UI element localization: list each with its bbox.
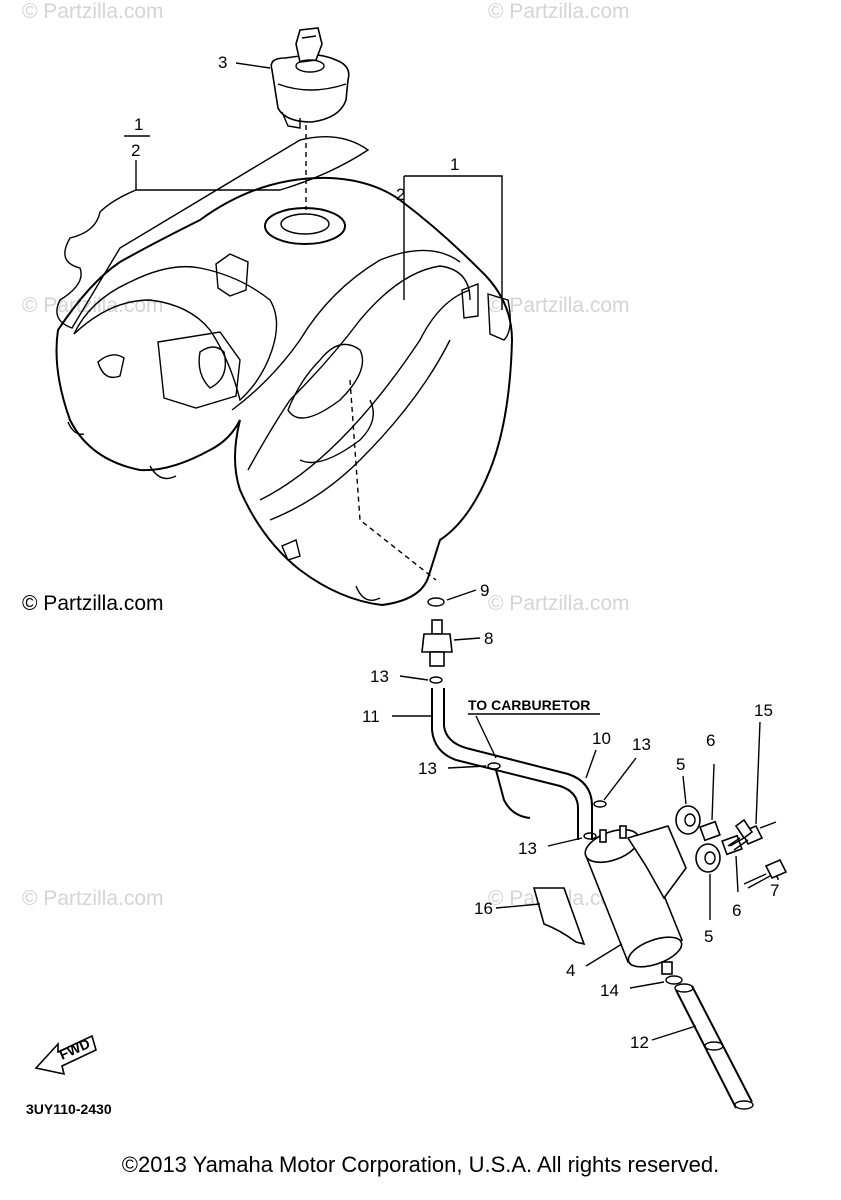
leader-10	[585, 749, 597, 779]
hose-clip-14	[665, 975, 683, 985]
callout-7: 7	[770, 881, 779, 900]
collar-upper	[699, 820, 721, 842]
damper-pad	[532, 887, 586, 946]
callout-13c: 13	[632, 735, 651, 754]
callout-15: 15	[754, 701, 773, 720]
hose-clip-2	[487, 762, 501, 770]
callout-5b: 5	[704, 927, 713, 946]
callout-13a: 13	[370, 667, 389, 686]
leader-13c	[603, 757, 637, 801]
watermark-main-left: © Partzilla.com	[22, 592, 164, 615]
hose-clip-4	[583, 832, 597, 840]
fuel-cap	[270, 27, 350, 129]
leader-6a	[711, 763, 715, 821]
leader-13d	[547, 837, 583, 847]
callout-1-bracket: 1	[134, 115, 143, 134]
leader-3	[235, 62, 271, 69]
leader-12	[651, 1025, 697, 1041]
callout-13b: 13	[418, 759, 437, 778]
callout-2: 2	[396, 185, 405, 204]
fuel-hose-12-top	[674, 983, 694, 993]
watermark-top-left: © Partzilla.com	[22, 0, 164, 23]
leader-15	[755, 721, 761, 825]
leader-to-carburetor	[475, 715, 497, 759]
hose-clip-3	[593, 800, 607, 808]
fuel-hose-10	[431, 688, 579, 840]
watermark-mid-right: © Partzilla.com	[488, 294, 630, 317]
decal-sheet	[56, 135, 370, 329]
leader-5a	[682, 775, 687, 805]
copyright-footer: ©2013 Yamaha Motor Corporation, U.S.A. A…	[121, 1152, 720, 1177]
fuel-pump	[584, 825, 687, 975]
fuel-hose-10-outer	[443, 688, 593, 840]
watermark-right-middle: © Partzilla.com	[488, 592, 630, 615]
leader-13b	[447, 765, 487, 769]
fuel-hose-11	[495, 769, 531, 819]
hose-clip-1	[429, 676, 443, 684]
grommet-lower	[695, 843, 721, 873]
callout-5a: 5	[676, 755, 685, 774]
callout-4: 4	[566, 961, 575, 980]
callout-14: 14	[600, 981, 619, 1000]
callout-3: 3	[218, 53, 227, 72]
leader-16	[495, 903, 541, 909]
leader-9	[446, 589, 477, 601]
leader-1	[404, 175, 503, 310]
leader-8	[453, 637, 481, 641]
leader-7-tip	[775, 875, 779, 879]
callout-11: 11	[362, 707, 380, 726]
fuel-hose-12-break	[704, 1041, 724, 1051]
fuel-hose-12-left	[675, 989, 737, 1109]
leader-13a	[399, 675, 429, 681]
flange-bolt-15	[727, 818, 754, 847]
leader-14	[629, 981, 665, 989]
fuel-valve	[421, 619, 453, 667]
callout-13d: 13	[518, 839, 537, 858]
callout-8: 8	[484, 629, 493, 648]
label-to-carburetor: TO CARBURETOR	[468, 697, 590, 713]
grommet-upper	[675, 805, 701, 835]
watermark-mid-left: © Partzilla.com	[22, 294, 164, 317]
callout-6a: 6	[706, 731, 715, 750]
fwd-arrow-icon: FWD	[34, 1034, 97, 1076]
leader-tank-outlet	[349, 379, 437, 581]
diagram-code: 3UY110-2430	[26, 1101, 112, 1117]
callout-10: 10	[592, 729, 611, 748]
fuel-tank	[55, 176, 514, 607]
watermark-lower-left: © Partzilla.com	[22, 887, 164, 910]
watermark-top-right: © Partzilla.com	[488, 0, 630, 23]
fuel-hose-12-end	[734, 1100, 754, 1110]
callout-1: 1	[450, 155, 459, 174]
o-ring	[427, 597, 445, 607]
leader-6b	[735, 855, 739, 893]
leader-4	[585, 943, 623, 967]
callout-2-bracket: 2	[131, 141, 140, 160]
flange-bolt-7	[743, 858, 788, 889]
callout-6b: 6	[732, 901, 741, 920]
callout-9: 9	[480, 581, 489, 600]
callout-16: 16	[474, 899, 493, 918]
callout-12: 12	[630, 1033, 649, 1052]
